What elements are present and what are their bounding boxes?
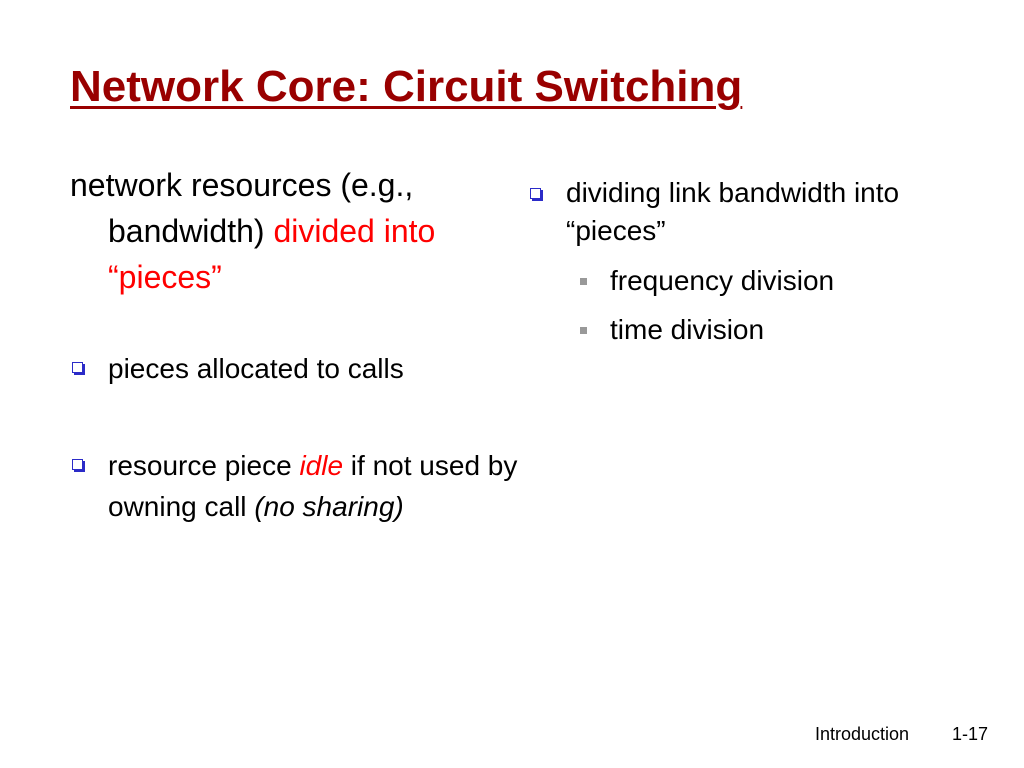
checkbox-bullet-icon	[530, 188, 541, 199]
bullet-pieces-allocated: pieces allocated to calls	[70, 348, 520, 389]
bullet-dividing-bandwidth: dividing link bandwidth into “pieces”	[528, 174, 968, 250]
intro-text: network resources (e.g., bandwidth) divi…	[70, 162, 520, 300]
sub-bullet-text: frequency division	[610, 265, 835, 296]
square-bullet-icon	[580, 327, 587, 334]
footer-section-label: Introduction	[815, 724, 910, 744]
bullet-text: resource piece	[108, 450, 300, 481]
intro-text-plain: network resources (e.g., bandwidth)	[70, 167, 414, 249]
sub-bullet-text: time division	[610, 314, 765, 345]
checkbox-bullet-icon	[72, 459, 83, 470]
bullet-emphasis: idle	[299, 450, 344, 481]
footer-page-number: 1-17	[952, 724, 989, 744]
bullet-text-cont: if not used by owning call	[108, 450, 518, 522]
sub-bullet-frequency-division: frequency division	[528, 262, 968, 300]
checkbox-bullet-icon	[72, 362, 83, 373]
intro-highlight: divided into “pieces”	[108, 213, 436, 295]
slide-title: Network Core: Circuit Switching	[70, 62, 743, 111]
right-column: dividing link bandwidth into “pieces” fr…	[528, 174, 968, 349]
bullet-parenthetical: (no sharing)	[254, 491, 404, 522]
bullet-text: dividing link bandwidth into “pieces”	[566, 177, 900, 246]
bullet-text: pieces allocated to calls	[108, 353, 404, 384]
square-bullet-icon	[580, 278, 587, 285]
bullet-resource-idle: resource piece idle if not used by ownin…	[70, 445, 520, 527]
sub-bullet-time-division: time division	[528, 311, 968, 349]
left-column: network resources (e.g., bandwidth) divi…	[70, 162, 520, 527]
